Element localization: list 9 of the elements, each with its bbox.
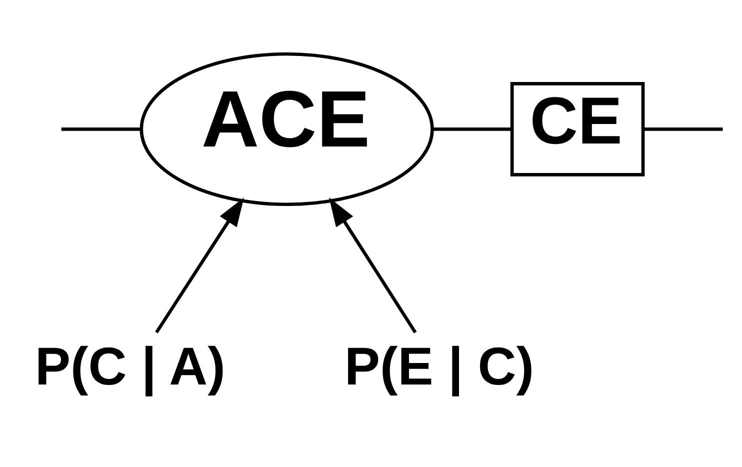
node-text: P(E | C)	[344, 338, 534, 397]
connector	[61, 128, 141, 131]
connector	[643, 128, 723, 131]
arrow	[329, 197, 417, 334]
node-text: P(C | A)	[34, 338, 226, 397]
arrow	[155, 197, 244, 334]
node-box: CE	[510, 82, 645, 176]
connector	[433, 128, 512, 131]
node-ellipse: ACE	[140, 52, 434, 206]
